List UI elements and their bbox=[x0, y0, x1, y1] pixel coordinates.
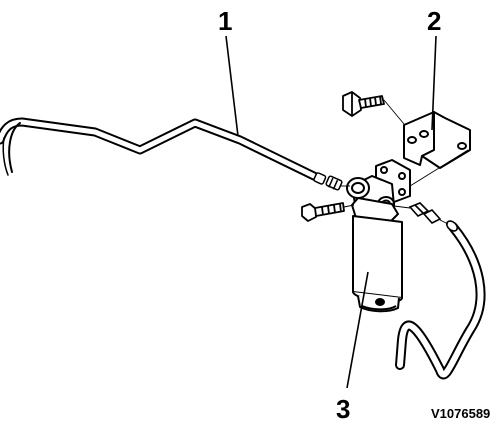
filter-head-bolt-icon bbox=[301, 202, 345, 222]
fuel-line bbox=[0, 117, 323, 183]
alignment-lines bbox=[341, 99, 469, 225]
filter-head bbox=[346, 159, 411, 223]
reference-code: V1076589 bbox=[431, 406, 490, 421]
fuel-filter bbox=[352, 215, 403, 313]
leader-3 bbox=[346, 271, 369, 389]
fuel-line-fitting bbox=[313, 172, 343, 191]
callout-1: 1 bbox=[218, 6, 232, 36]
leader-1 bbox=[225, 35, 239, 137]
bracket-bolt-icon bbox=[342, 91, 385, 117]
callout-3: 3 bbox=[336, 394, 350, 424]
mounting-bracket bbox=[403, 111, 471, 169]
flexible-hose bbox=[395, 220, 486, 380]
leader-2 bbox=[431, 35, 437, 131]
callout-2: 2 bbox=[427, 6, 441, 36]
callout-leaders bbox=[225, 35, 437, 389]
outlet-fitting bbox=[408, 202, 442, 224]
